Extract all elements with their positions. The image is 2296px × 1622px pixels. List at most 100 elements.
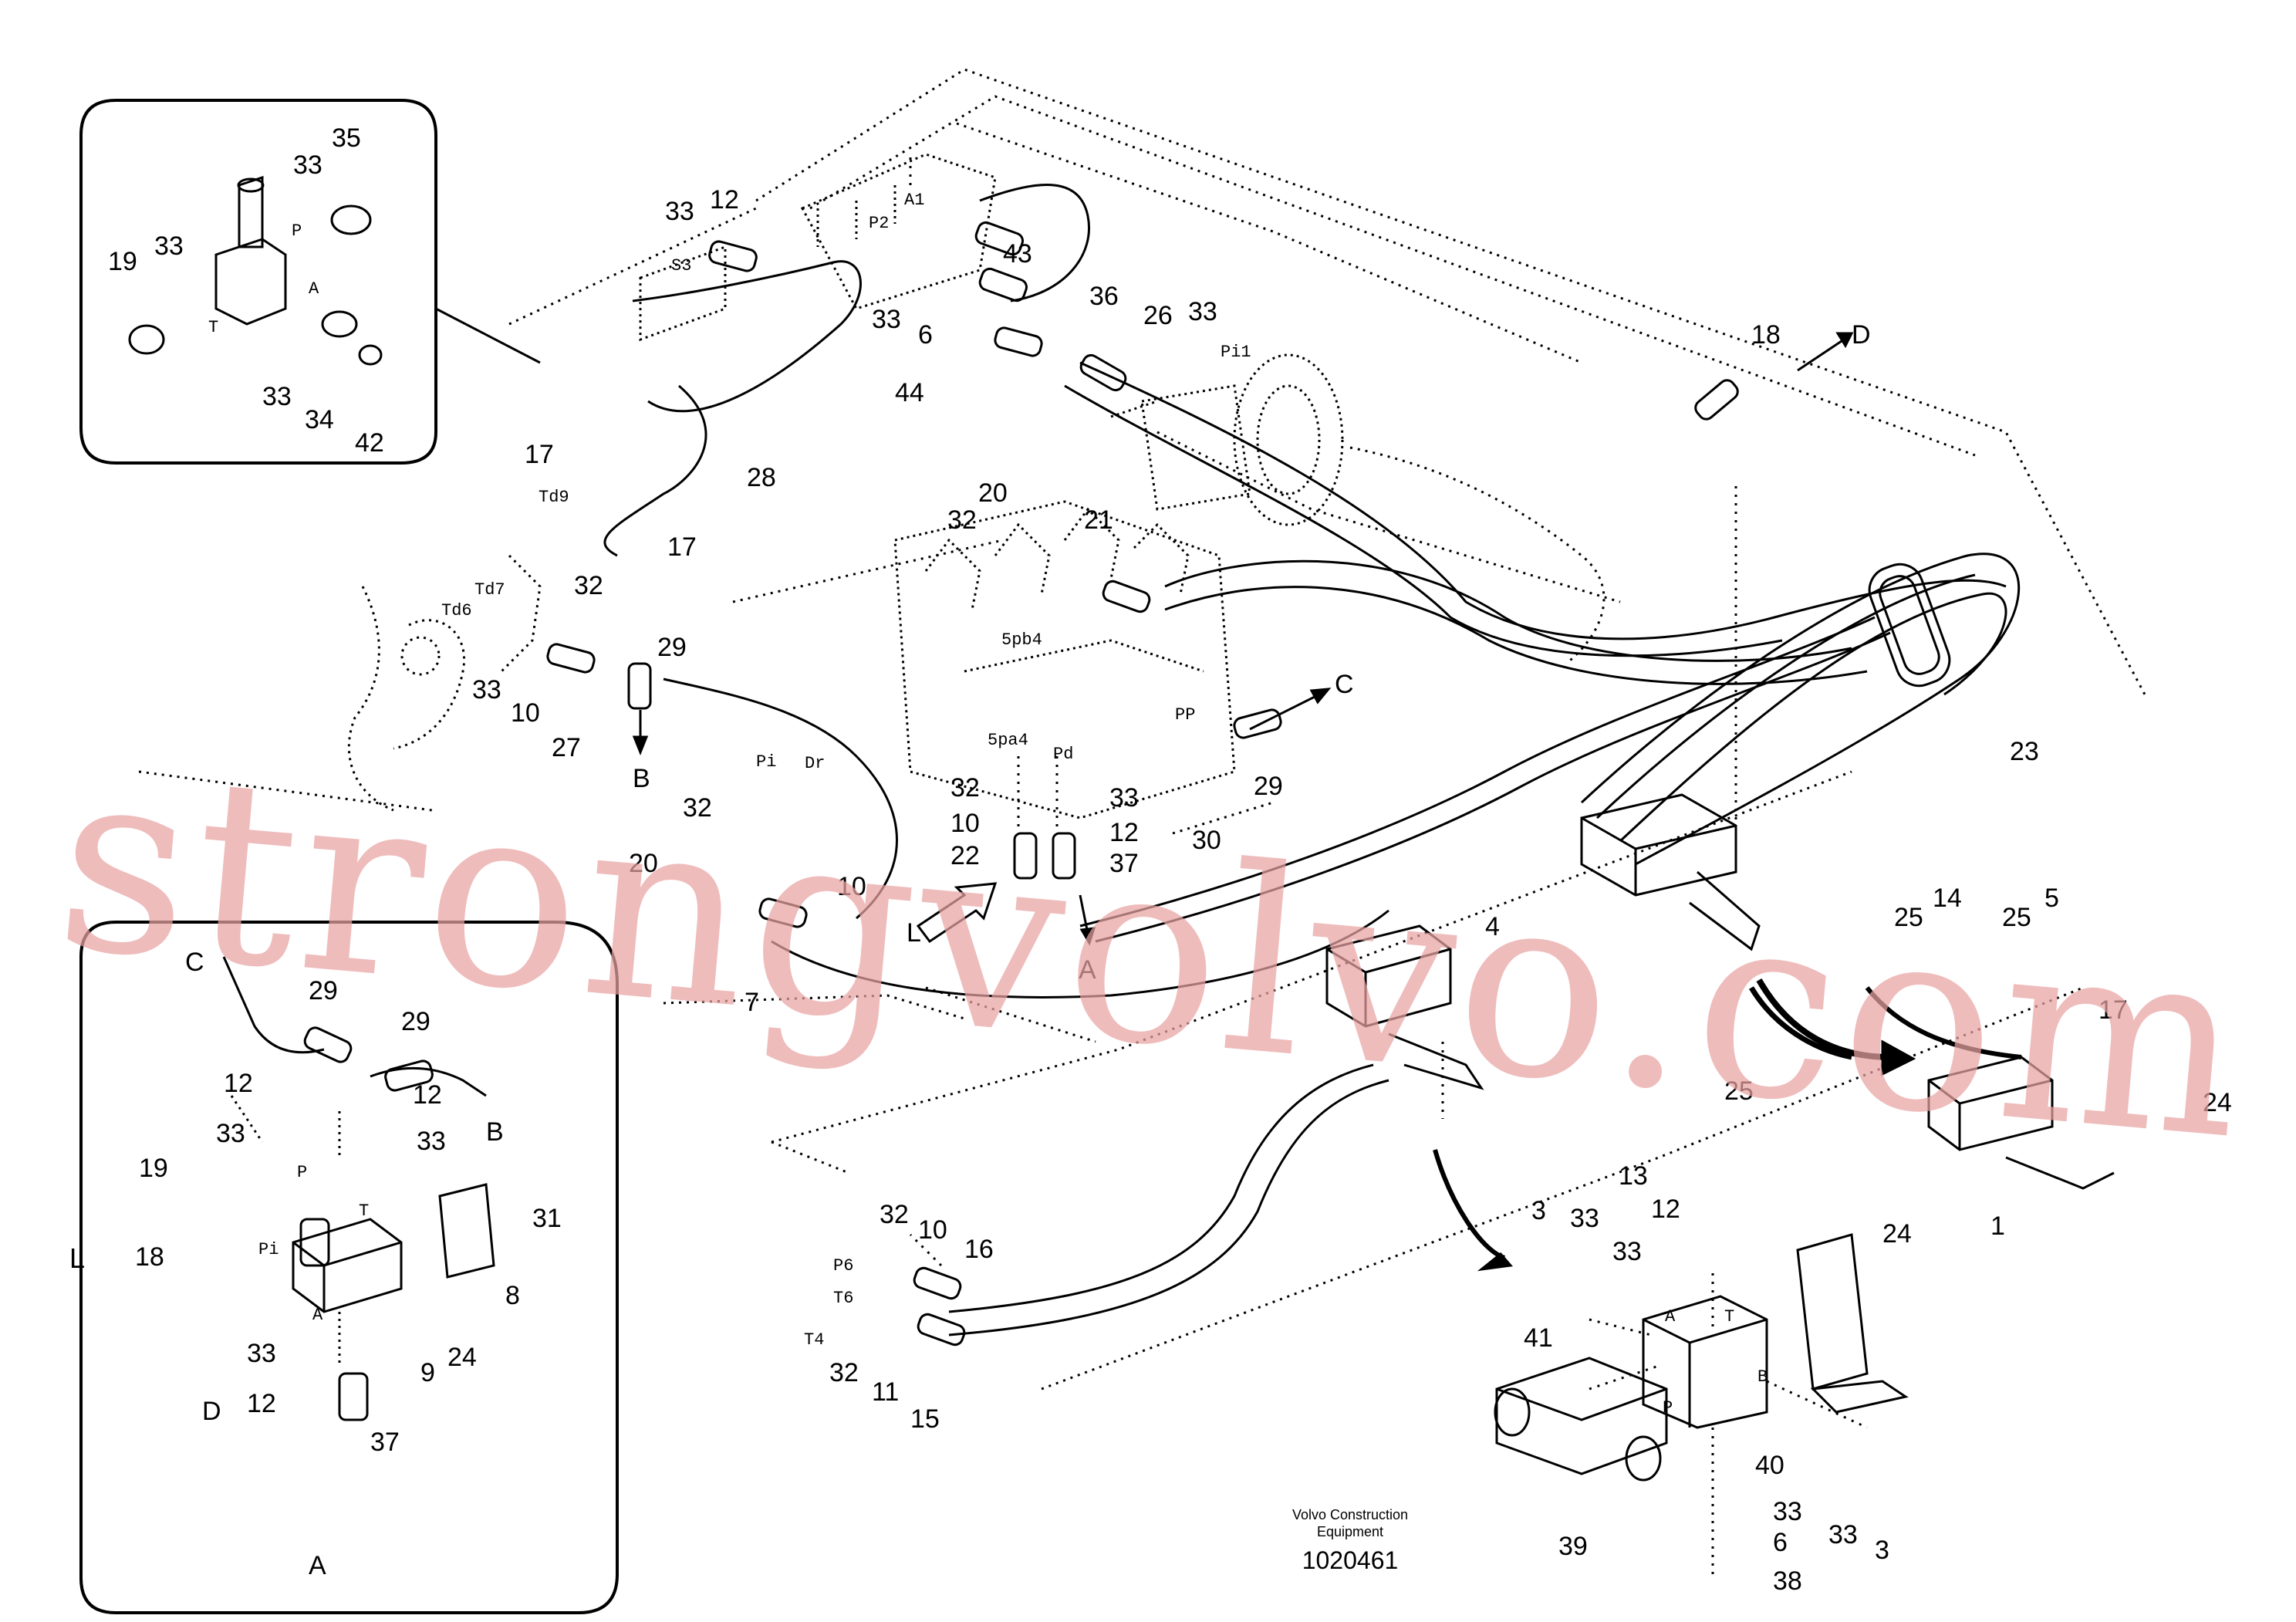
svg-text:25: 25 (1724, 1076, 1754, 1106)
svg-text:32: 32 (947, 505, 977, 535)
svg-text:19: 19 (108, 247, 137, 276)
svg-text:33: 33 (1570, 1204, 1599, 1233)
svg-text:13: 13 (1619, 1161, 1648, 1191)
svg-text:33: 33 (293, 150, 322, 180)
svg-text:17: 17 (2098, 995, 2128, 1025)
svg-text:B: B (633, 764, 650, 793)
machine-frame (138, 68, 2146, 1391)
directional-valve-detail (1433, 1149, 1909, 1482)
curved-arrow (1756, 978, 1891, 1060)
svg-text:16: 16 (964, 1235, 994, 1264)
svg-text:29: 29 (657, 633, 687, 662)
svg-text:5pb4: 5pb4 (1001, 630, 1042, 650)
svg-text:20: 20 (978, 478, 1008, 508)
svg-text:D: D (202, 1397, 221, 1426)
svg-text:32: 32 (880, 1200, 909, 1229)
svg-text:38: 38 (1773, 1566, 1802, 1596)
svg-text:19: 19 (139, 1154, 168, 1183)
inset-bottom-left-frame (79, 921, 619, 1614)
svg-text:14: 14 (1933, 884, 1962, 913)
svg-text:B: B (1757, 1367, 1768, 1387)
svg-text:23: 23 (2010, 737, 2039, 766)
svg-text:B: B (486, 1117, 504, 1147)
svg-text:35: 35 (332, 123, 361, 153)
svg-text:33: 33 (665, 197, 694, 226)
svg-text:29: 29 (1254, 772, 1283, 801)
main-control-valve (893, 500, 1236, 819)
manufacturer-line1: Volvo Construction (1292, 1507, 1409, 1522)
svg-text:41: 41 (1524, 1323, 1553, 1353)
svg-text:44: 44 (895, 378, 924, 407)
svg-text:42: 42 (355, 428, 384, 458)
svg-text:6: 6 (918, 320, 933, 350)
svg-text:10: 10 (918, 1215, 947, 1245)
svg-text:Td6: Td6 (441, 601, 472, 620)
svg-text:36: 36 (1089, 282, 1119, 311)
svg-text:33: 33 (472, 675, 501, 705)
svg-text:C: C (185, 948, 204, 977)
svg-text:10: 10 (511, 698, 540, 728)
svg-text:10: 10 (950, 809, 980, 838)
svg-text:Pi: Pi (756, 752, 776, 772)
svg-text:26: 26 (1143, 301, 1173, 330)
svg-text:PP: PP (1175, 705, 1195, 725)
svg-text:5: 5 (2044, 884, 2059, 913)
upper-valve-block (639, 153, 997, 342)
svg-text:Dr: Dr (805, 754, 825, 773)
svg-text:8: 8 (505, 1281, 520, 1310)
main-hoses (603, 184, 2007, 1336)
title-block: Volvo Construction Equipment 1020461 (1250, 1506, 1450, 1576)
hose-bundle (1580, 552, 2021, 866)
svg-text:3: 3 (1875, 1536, 1889, 1565)
svg-text:10: 10 (837, 872, 866, 901)
svg-text:Td9: Td9 (539, 488, 569, 507)
svg-text:32: 32 (683, 793, 712, 823)
pump-assembly (1110, 353, 1344, 526)
svg-text:37: 37 (1109, 849, 1139, 878)
svg-text:40: 40 (1755, 1451, 1784, 1480)
manufacturer-line2: Equipment (1316, 1524, 1384, 1539)
svg-text:20: 20 (629, 849, 658, 878)
svg-text:33: 33 (1612, 1237, 1642, 1266)
svg-text:Pi1: Pi1 (1221, 343, 1251, 362)
svg-text:A: A (309, 279, 319, 299)
svg-text:T4: T4 (804, 1330, 824, 1350)
svg-text:33: 33 (262, 382, 292, 411)
svg-text:34: 34 (305, 405, 334, 434)
svg-text:32: 32 (829, 1358, 859, 1387)
svg-text:33: 33 (1109, 783, 1139, 813)
svg-text:A: A (312, 1306, 323, 1325)
svg-text:12: 12 (247, 1389, 276, 1418)
svg-text:33: 33 (1828, 1520, 1858, 1549)
hose-fittings (299, 221, 1739, 1421)
svg-text:33: 33 (154, 231, 184, 261)
inset-bottom-left-parts (222, 956, 495, 1366)
svg-text:11: 11 (872, 1377, 899, 1407)
svg-text:P2: P2 (869, 214, 889, 233)
svg-text:4: 4 (1485, 912, 1500, 941)
svg-text:37: 37 (370, 1428, 400, 1457)
svg-text:3: 3 (1531, 1196, 1546, 1225)
svg-text:S3: S3 (671, 256, 691, 275)
svg-text:33: 33 (247, 1339, 276, 1368)
svg-text:1: 1 (1990, 1211, 2005, 1241)
svg-text:39: 39 (1558, 1532, 1588, 1561)
svg-text:7: 7 (745, 988, 759, 1017)
svg-text:T: T (1724, 1307, 1734, 1326)
svg-text:24: 24 (447, 1343, 477, 1372)
svg-text:Pd: Pd (1053, 745, 1073, 764)
svg-text:33: 33 (1773, 1497, 1802, 1526)
svg-text:21: 21 (1084, 505, 1113, 535)
svg-text:12: 12 (224, 1069, 253, 1098)
svg-text:12: 12 (710, 185, 739, 215)
svg-text:33: 33 (1188, 297, 1217, 326)
svg-text:22: 22 (950, 841, 980, 870)
svg-text:33: 33 (872, 305, 901, 334)
flow-arrow (916, 882, 998, 944)
svg-text:25: 25 (1894, 903, 1923, 932)
svg-text:P: P (292, 221, 302, 241)
svg-text:33: 33 (216, 1119, 245, 1148)
